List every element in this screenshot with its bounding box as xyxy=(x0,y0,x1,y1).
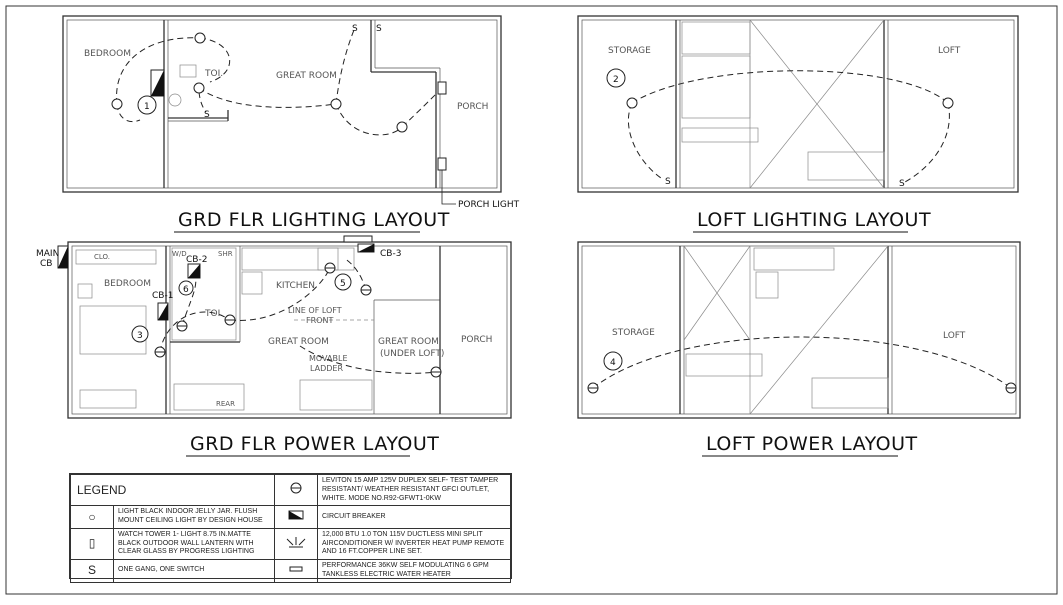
title-grd-power: GRD FLR POWER LAYOUT xyxy=(190,433,439,455)
label-ladder: LADDER xyxy=(310,364,343,373)
room-label-loft-power: LOFT xyxy=(943,331,966,341)
room-label-toi-power: TOI. xyxy=(204,309,223,319)
loft-lighting-plan: STORAGE LOFT 2 S S LOFT LIGHTING LAYOUT xyxy=(577,15,1019,233)
grd-lighting-plan: BEDROOM TOI. GREAT ROOM PORCH 1 S S S PO… xyxy=(62,15,520,233)
circuit-tag-3: 3 xyxy=(137,331,143,341)
legend-symbol-receptacle xyxy=(273,473,318,507)
receptacle-icon xyxy=(290,482,302,494)
circuit-tag-2: 2 xyxy=(613,75,619,85)
title-loft-lighting: LOFT LIGHTING LAYOUT xyxy=(697,209,931,231)
legend-symbol-switch: S xyxy=(70,559,114,583)
room-label-great-room-under: GREAT ROOM xyxy=(378,337,439,347)
circuit-tag-4: 4 xyxy=(610,358,616,368)
legend-symbol-heater xyxy=(273,559,318,583)
porch-light-callout: PORCH LIGHT xyxy=(458,200,520,210)
cb3-label: CB-3 xyxy=(380,249,401,259)
main-cb-label-1: MAIN xyxy=(36,249,59,259)
switch-s-1: S xyxy=(352,24,358,34)
legend-symbol-minisplit xyxy=(273,527,318,561)
room-label-bedroom: BEDROOM xyxy=(84,49,131,59)
legend-text-breaker: CIRCUIT BREAKER xyxy=(316,505,512,529)
mini-split-icon xyxy=(286,537,306,548)
legend-table: LEGEND LEVITON 15 AMP 125V DUPLEX SELF- … xyxy=(70,473,512,583)
circuit-tag-6: 6 xyxy=(183,285,189,295)
switch-s-5: S xyxy=(899,179,905,189)
legend-text-heater: PERFORMANCE 36KW SELF MODULATING 6 GPM T… xyxy=(316,559,512,583)
switch-s-2: S xyxy=(376,24,382,34)
loft-power-plan: STORAGE LOFT 4 LOFT POWER LAYOUT xyxy=(577,241,1021,457)
room-label-bedroom-power: BEDROOM xyxy=(104,279,151,289)
room-label-kitchen: KITCHEN xyxy=(276,281,315,291)
cb1-label: CB-1 xyxy=(152,291,173,301)
room-label-wd: W/D xyxy=(172,250,187,258)
legend-symbol-light: ○ xyxy=(70,505,114,529)
legend: LEGEND LEVITON 15 AMP 125V DUPLEX SELF- … xyxy=(69,473,512,583)
label-line-of-loft: LINE OF LOFT xyxy=(288,306,342,315)
label-front: FRONT xyxy=(306,316,333,325)
title-loft-power: LOFT POWER LAYOUT xyxy=(706,433,918,455)
room-label-shr: SHR xyxy=(218,250,233,258)
switch-s-3: S xyxy=(204,110,210,120)
room-label-toi: TOI. xyxy=(204,69,223,79)
circuit-tag-1: 1 xyxy=(144,102,150,112)
legend-text-lantern: WATCH TOWER 1- LIGHT 8.75 IN.MATTE BLACK… xyxy=(113,527,275,561)
room-label-storage-power: STORAGE xyxy=(612,328,655,338)
room-label-porch: PORCH xyxy=(457,102,488,112)
legend-symbol-lantern: ▯ xyxy=(70,527,114,561)
label-movable: MOVABLE xyxy=(309,354,348,363)
circuit-tag-5: 5 xyxy=(340,279,346,289)
cb2-label: CB-2 xyxy=(186,255,207,265)
main-cb-label-2: CB xyxy=(40,259,52,269)
legend-text-receptacle: LEVITON 15 AMP 125V DUPLEX SELF- TEST TA… xyxy=(316,473,512,507)
room-label-clo: CLO. xyxy=(94,253,110,261)
legend-title: LEGEND xyxy=(70,473,275,507)
legend-text-minisplit: 12,000 BTU 1.0 TON 115V DUCTLESS MINI SP… xyxy=(316,527,512,561)
room-label-storage: STORAGE xyxy=(608,46,651,56)
legend-symbol-breaker xyxy=(273,505,318,529)
switch-s-4: S xyxy=(665,177,671,187)
sheet-border xyxy=(5,5,1058,595)
label-rear: REAR xyxy=(216,400,235,408)
room-label-great-room: GREAT ROOM xyxy=(276,71,337,81)
grd-power-plan: BEDROOM CLO. W/D SHR TOI. KITCHEN LINE O… xyxy=(36,235,512,457)
room-label-under-loft: (UNDER LOFT) xyxy=(380,349,444,359)
title-grd-lighting: GRD FLR LIGHTING LAYOUT xyxy=(178,209,450,231)
room-label-great-room-power: GREAT ROOM xyxy=(268,337,329,347)
legend-text-switch: ONE GANG, ONE SWITCH xyxy=(113,559,275,583)
water-heater-icon xyxy=(289,566,303,572)
room-label-loft: LOFT xyxy=(938,46,961,56)
legend-text-light: LIGHT BLACK INDOOR JELLY JAR. FLUSH MOUN… xyxy=(113,505,275,529)
circuit-breaker-icon xyxy=(288,510,304,520)
room-label-porch-power: PORCH xyxy=(461,335,492,345)
